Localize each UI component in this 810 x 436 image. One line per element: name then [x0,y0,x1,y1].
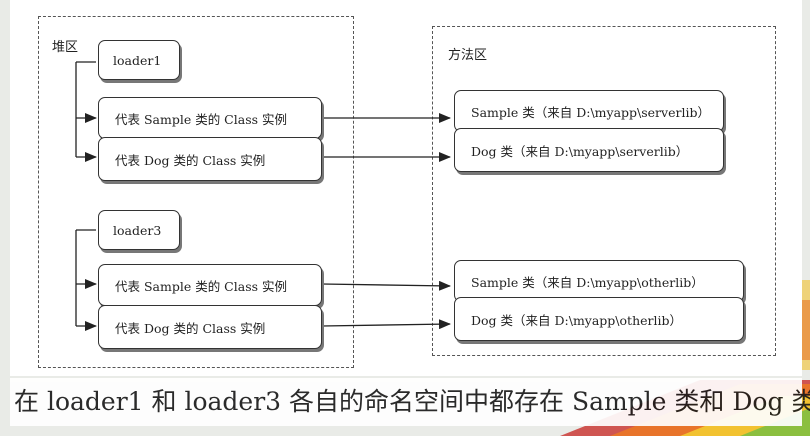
serverlib-dog-class: Dog 类（来自 D:\myapp\serverlib） [454,128,724,172]
connector-lines [75,61,451,331]
otherlib-dog-class: Dog 类（来自 D:\myapp\otherlib） [454,297,744,341]
serverlib-sample-class: Sample 类（来自 D:\myapp\serverlib） [454,90,724,132]
otherlib-sample-class: Sample 类（来自 D:\myapp\otherlib） [454,260,744,302]
method-area-region [432,26,776,356]
method-area-label: 方法区 [448,48,488,63]
heap-label: 堆区 [52,40,79,55]
loader3-box: loader3 [98,210,180,250]
caption: 在 loader1 和 loader3 各自的命名空间中都存在 Sample 类… [10,378,810,426]
diagram-figure: 堆区 方法区 loader1 代表 Sample 类的 Class 实例 代表 … [10,0,802,376]
loader1-box: loader1 [98,40,180,80]
loader3-dog-class-instance: 代表 Dog 类的 Class 实例 [98,305,322,349]
loader1-dog-class-instance: 代表 Dog 类的 Class 实例 [98,137,322,181]
heap-region [38,16,354,368]
loader3-sample-class-instance: 代表 Sample 类的 Class 实例 [98,264,322,306]
loader1-sample-class-instance: 代表 Sample 类的 Class 实例 [98,97,322,139]
